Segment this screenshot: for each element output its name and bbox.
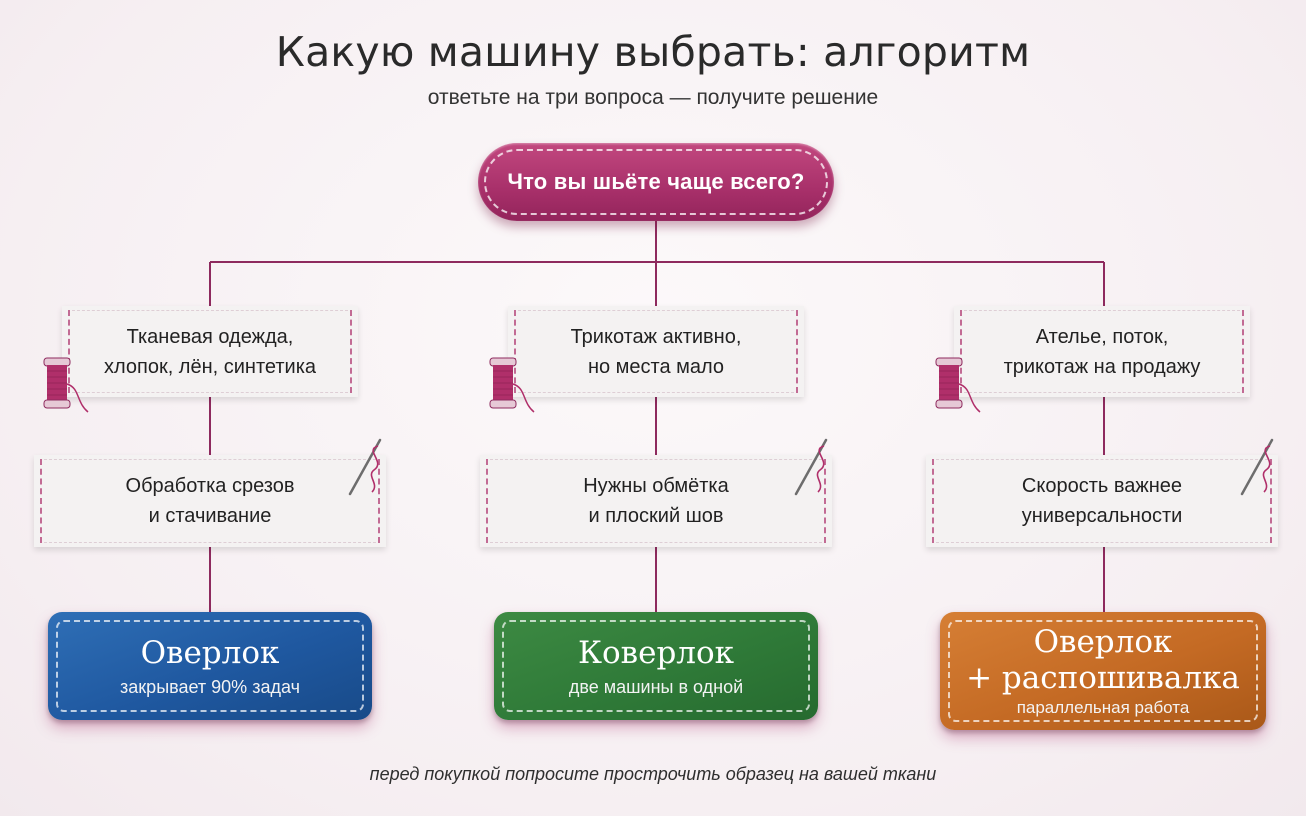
- thread-spool-icon: [43, 357, 89, 413]
- result-node-overlock-plus-coverstitch: Оверлок + распошивалка параллельная рабо…: [940, 612, 1266, 730]
- root-question-text: Что вы шьёте чаще всего?: [507, 169, 805, 194]
- result-3-note: параллельная работа: [1016, 698, 1190, 717]
- result-1-title: Оверлок: [140, 634, 280, 671]
- need-node-2: Нужны обмётка и плоский шов: [480, 455, 832, 547]
- need-node-3: Скорость важнее универсальности: [926, 455, 1278, 547]
- page-subtitle: ответьте на три вопроса — получите решен…: [427, 86, 879, 109]
- sewing-needle-icon: [1240, 438, 1274, 496]
- result-1-note: закрывает 90% задач: [120, 676, 300, 697]
- answer-2-line1: Трикотаж активно,: [570, 325, 742, 348]
- sewing-needle-icon: [794, 438, 828, 496]
- need-3-line2: универсальности: [1021, 505, 1183, 527]
- result-node-coverlock: Коверлок две машины в одной: [494, 612, 818, 720]
- answer-node-2: Трикотаж активно, но места мало: [508, 306, 804, 397]
- page-title: Какую машину выбрать: алгоритм: [275, 28, 1031, 76]
- answer-1-line2: хлопок, лён, синтетика: [103, 355, 317, 378]
- need-1-line2: и стачивание: [148, 505, 272, 527]
- result-3-title-line1: Оверлок: [1033, 624, 1173, 660]
- answer-2-line2: но места мало: [587, 355, 725, 378]
- result-3-title-line2: + распошивалка: [966, 660, 1240, 696]
- sewing-needle-icon: [348, 438, 382, 496]
- need-2-line1: Нужны обмётка: [583, 475, 729, 497]
- result-2-note: две машины в одной: [568, 676, 744, 697]
- answer-1-line1: Тканевая одежда,: [126, 325, 294, 348]
- thread-spool-icon: [489, 357, 535, 413]
- answer-3-line2: трикотаж на продажу: [1003, 355, 1201, 378]
- result-2-title: Коверлок: [577, 634, 735, 671]
- root-question-node: Что вы шьёте чаще всего?: [478, 143, 834, 221]
- answer-node-1: Тканевая одежда, хлопок, лён, синтетика: [62, 306, 358, 397]
- need-1-line1: Обработка срезов: [125, 475, 295, 497]
- answer-node-3: Ателье, поток, трикотаж на продажу: [954, 306, 1250, 397]
- thread-spool-icon: [935, 357, 981, 413]
- result-node-overlock: Оверлок закрывает 90% задач: [48, 612, 372, 720]
- need-node-1: Обработка срезов и стачивание: [34, 455, 386, 547]
- footer-note: перед покупкой попросите прострочить обр…: [369, 764, 937, 784]
- need-2-line2: и плоский шов: [588, 505, 724, 527]
- answer-3-line1: Ателье, поток,: [1035, 325, 1169, 348]
- need-3-line1: Скорость важнее: [1021, 475, 1183, 497]
